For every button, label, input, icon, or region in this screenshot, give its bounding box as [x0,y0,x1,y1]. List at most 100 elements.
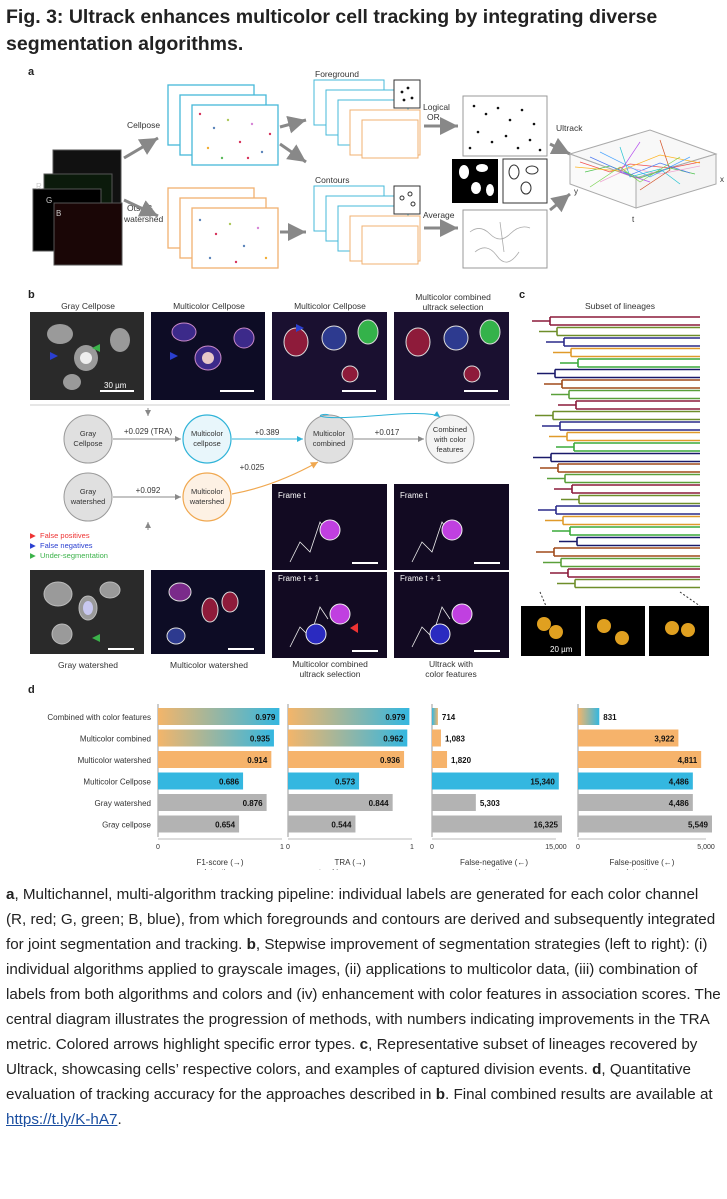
tick-label: 1 [410,844,414,851]
node-combined-color-3: features [436,445,463,454]
delta-3: +0.025 [240,463,265,472]
axis-label: detections [476,868,512,870]
tick-label: 5,000 [697,844,715,851]
data-label: 0.544 [331,821,352,830]
node-gray-cellpose-2: Cellpose [73,439,102,448]
img-title-gray-cellpose: Gray Cellpose [61,301,115,311]
lineage-branch [550,569,700,577]
data-label: 16,325 [534,821,559,830]
label-gray-watershed: Gray watershed [58,660,118,670]
cap-c-letter: c [360,1036,368,1053]
label-color-features: color features [425,669,477,679]
delta-1: +0.389 [255,428,280,437]
panel-b-letter: b [28,289,35,301]
axis-label: False-positive (←) [610,858,675,867]
lineage-branch [538,506,700,514]
data-label: 0.962 [383,735,404,744]
cap-d-ref: b [436,1086,445,1103]
img-title-mc-cellpose-2: Multicolor Cellpose [294,301,366,311]
data-label: 0.936 [380,756,401,765]
data-label: 0.979 [255,713,276,722]
label-mc-watershed: Multicolor watershed [170,660,248,670]
lineage-branch [552,527,700,535]
data-label: 15,340 [530,778,555,787]
lineage-branch [546,338,700,346]
data-label: 4,486 [669,799,690,808]
data-label: 1,820 [451,756,472,765]
node-gray-cellpose-1: Gray [80,429,97,438]
lineage-branch [542,422,700,430]
panel-a: a R G B Cellpose Otsu & watershed Foregr… [28,66,724,268]
data-label: 4,486 [669,778,690,787]
lineage-branch [533,454,700,462]
node-mc-combined-1: Multicolor [313,429,346,438]
lineage-branch [560,359,700,367]
frame-t-1: Frame t [278,491,306,500]
lineage-branch [559,538,700,546]
data-label: 5,303 [480,799,501,808]
data-label: 0.935 [250,735,271,744]
tick-label: 15,000 [545,844,567,851]
frame-t1-2: Frame t + 1 [400,574,442,583]
data-label: 0.876 [243,799,264,808]
data-label: 0.979 [385,713,406,722]
legend-us-marker: ▶ [30,551,37,560]
channel-r: R [36,182,42,191]
lineage-branch [539,328,700,336]
node-mc-watershed-1: Multicolor [191,487,224,496]
row-label: Gray watershed [95,799,151,808]
frame-t-2: Frame t [400,491,428,500]
cap-end: . [117,1111,121,1128]
axis-label: F1-score (→) [196,858,243,867]
axis-label: tracking accuracy [319,868,381,870]
node-combined-color-1: Combined [433,425,467,434]
frame-t1-1: Frame t + 1 [278,574,320,583]
ultrack-3d-volume: t y x [570,130,724,224]
tick-label: 0 [286,844,290,851]
legend-fn: False negatives [40,541,93,550]
cap-b-letter: b [247,936,256,953]
lineage-branch [549,433,700,441]
bar [432,730,441,747]
legend-fp-marker: ▶ [30,531,37,540]
img-title-mc-combined: Multicolor combined [415,292,491,302]
ultrack-label: Ultrack [556,123,583,133]
axis-label: detections [624,868,660,870]
node-mc-watershed-2: watershed [189,497,225,506]
scale-20um: 20 µm [550,645,573,654]
panel-d: d Combined with color featuresMulticolor… [28,684,715,870]
tick-label: 1 [280,844,284,851]
lineage-branch [535,412,700,420]
img-title-mc-cellpose-1: Multicolor Cellpose [173,301,245,311]
data-label: 0.844 [369,799,390,808]
data-link[interactable]: https://t.ly/K-hA7 [6,1111,117,1128]
label-ultrack-selection: ultrack selection [300,669,361,679]
lineage-branch [551,391,700,399]
node-mc-cellpose-1: Multicolor [191,429,224,438]
data-label: 831 [603,713,617,722]
panel-a-letter: a [28,66,35,78]
delta-2: +0.017 [375,428,400,437]
delta-4: +0.092 [136,486,161,495]
channel-g: G [46,196,52,205]
data-label: 0.654 [215,821,236,830]
figure-caption: a, Multichannel, multi-algorithm trackin… [6,882,722,1132]
row-label: Combined with color features [47,713,151,722]
axis-t: t [632,215,635,224]
lineage-tree [532,317,700,588]
panel-c-letter: c [519,289,525,301]
lineage-branch [545,517,700,525]
legend-us: Under-segmentation [40,551,108,560]
data-label: 0.573 [335,778,356,787]
lineage-branch [543,559,700,567]
legend-fp: False positives [40,531,90,540]
cap-d-text2: . Final combined results are available a… [445,1086,713,1103]
lineage-branch [532,317,700,325]
node-mc-cellpose-2: cellpose [193,439,221,448]
node-combined-color-2: with color [433,435,466,444]
row-label: Multicolor watershed [78,756,151,765]
axis-y: y [574,187,578,196]
axis-label: TRA (→) [334,858,365,867]
lineage-branch [536,548,700,556]
